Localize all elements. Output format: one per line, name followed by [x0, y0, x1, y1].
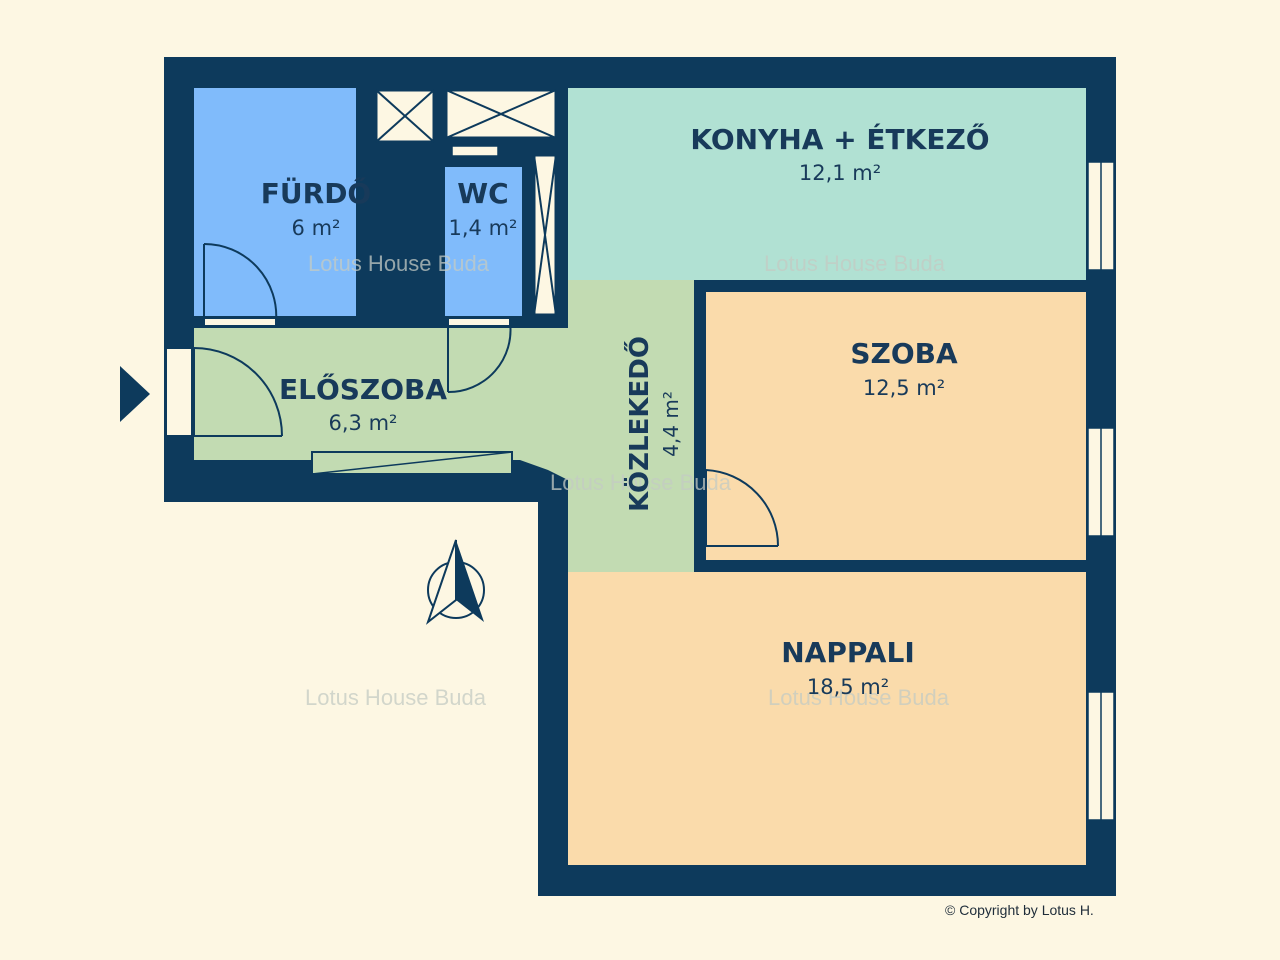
wc-radiator	[451, 145, 499, 157]
door-swings	[193, 242, 780, 547]
room-name-konyha: KONYHA + ÉTKEZŐ	[690, 122, 989, 156]
watermark: Lotus House Buda	[768, 685, 950, 710]
room-area-kozlekedo: 4,4 m²	[659, 391, 683, 457]
room-area-nappali: 18,5 m²	[807, 675, 889, 699]
room-name-kozlekedo: KÖZLEKEDŐ	[622, 336, 655, 512]
room-area-szoba: 12,5 m²	[863, 376, 945, 400]
room-fill-furdo	[194, 88, 356, 316]
room-fill-konyha	[568, 88, 1086, 280]
room-name-szoba: SZOBA	[850, 337, 958, 370]
entrance-arrow-icon	[120, 366, 150, 422]
room-name-wc: WC	[457, 177, 508, 210]
room-fill-kozlekedo	[568, 280, 694, 572]
shaft-2	[444, 88, 558, 140]
entrance-door-frame	[165, 347, 193, 437]
room-name-nappali: NAPPALI	[781, 636, 915, 669]
room-area-konyha: 12,1 m²	[799, 161, 881, 185]
windows	[1087, 161, 1115, 821]
room-name-eloszoba: ELŐSZOBA	[279, 372, 447, 406]
room-area-wc: 1,4 m²	[449, 216, 518, 240]
copyright-notice: © Copyright by Lotus H.	[945, 902, 1094, 918]
watermark: Lotus House Buda	[308, 251, 490, 276]
room-area-furdo: 6 m²	[292, 216, 341, 240]
room-area-eloszoba: 6,3 m²	[329, 411, 398, 435]
watermark: Lotus House Buda	[550, 470, 732, 495]
room-fill-eloszoba	[194, 328, 568, 480]
room-fill-szoba	[706, 292, 1086, 560]
watermarks: Lotus House Buda Lotus House Buda Lotus …	[305, 251, 950, 710]
room-name-furdo: FÜRDŐ	[261, 176, 371, 210]
shaft-1	[374, 88, 436, 144]
watermark: Lotus House Buda	[764, 251, 946, 276]
compass-icon	[425, 539, 485, 625]
watermark: Lotus House Buda	[305, 685, 487, 710]
room-fill-nappali	[568, 572, 1086, 865]
shaft-3	[532, 153, 558, 317]
room-fill-wc	[445, 167, 522, 316]
